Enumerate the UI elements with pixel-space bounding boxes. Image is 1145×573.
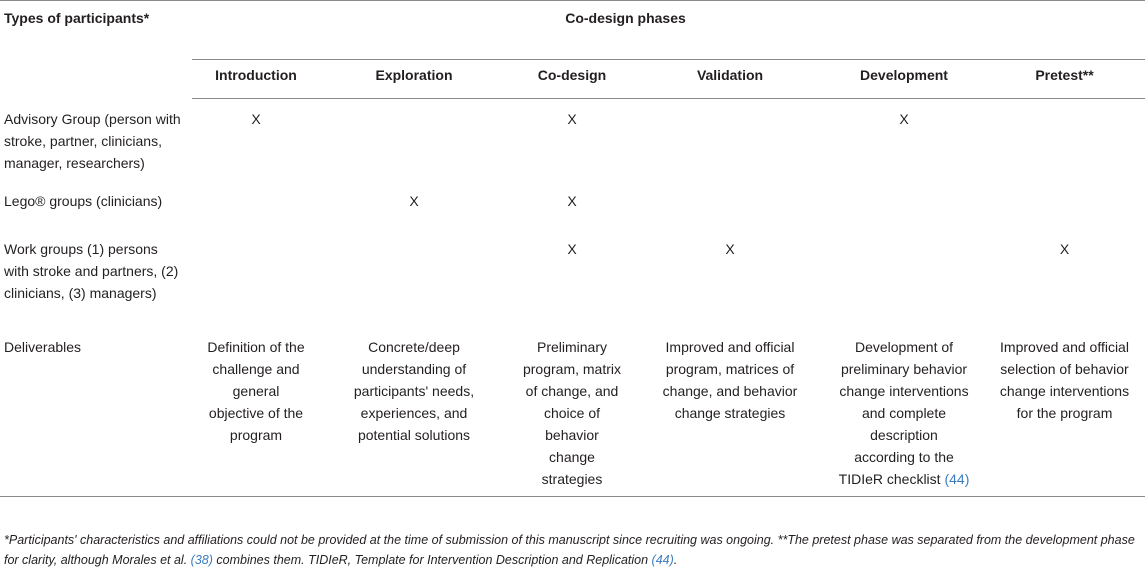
types-of-participants-header: Types of participants*	[0, 0, 192, 99]
deliverable-cell: Improved and official program, matrices …	[636, 330, 824, 497]
cell-mark: X	[567, 241, 577, 257]
co-design-table: Types of participants* Co-design phases …	[0, 0, 1145, 497]
cell-mark: X	[567, 193, 577, 209]
cell-mark: X	[567, 111, 577, 127]
cell-mark	[636, 99, 824, 189]
phase-header-exploration: Exploration	[320, 59, 508, 99]
cell-mark	[984, 188, 1145, 236]
deliverable-cell: Concrete/deep understanding of participa…	[320, 330, 508, 497]
cell-mark	[636, 188, 824, 236]
cell-mark: X	[1059, 241, 1070, 257]
phase-header-co-design: Co-design	[508, 59, 636, 99]
cell-mark	[824, 188, 984, 236]
table-row-lego-groups: Lego® groups (clinicians) X X	[0, 188, 1145, 236]
phase-header-validation: Validation	[636, 59, 824, 99]
cell-mark	[320, 236, 508, 330]
cell-mark	[984, 99, 1145, 189]
table-row-deliverables: Deliverables Definition of the challenge…	[0, 330, 1145, 497]
table-row-advisory-group: Advisory Group (person with stroke, part…	[0, 99, 1145, 189]
reference-link[interactable]: (38)	[190, 553, 213, 567]
deliverable-cell: Definition of the challenge and general …	[192, 330, 320, 497]
footnote-text: *Participants' characteristics and affil…	[4, 533, 1135, 567]
table-row-work-groups: Work groups (1) persons with stroke and …	[0, 236, 1145, 330]
phase-header-development: Development	[824, 59, 984, 99]
cell-mark	[824, 236, 984, 330]
co-design-phases-header: Co-design phases	[192, 0, 1145, 60]
cell-mark: X	[251, 111, 261, 127]
row-label: Deliverables	[0, 330, 192, 497]
reference-link[interactable]: (44)	[944, 471, 970, 487]
row-label: Work groups (1) persons with stroke and …	[4, 241, 179, 301]
deliverable-cell: Preliminary program, matrix of change, a…	[508, 330, 636, 497]
cell-mark	[192, 236, 320, 330]
row-label: Lego® groups (clinicians)	[4, 193, 163, 209]
cell-mark	[320, 99, 508, 189]
deliverable-cell: Improved and official selection of behav…	[984, 330, 1145, 497]
footnote-text: .	[673, 553, 678, 567]
cell-mark: X	[409, 193, 419, 209]
cell-mark	[192, 188, 320, 236]
cell-mark: X	[899, 111, 909, 127]
phase-header-pretest: Pretest**	[984, 59, 1145, 99]
phase-header-introduction: Introduction	[192, 59, 320, 99]
footnote-text: combines them. TIDIeR, Template for Inte…	[212, 553, 652, 567]
deliverable-text: Development of preliminary behavior chan…	[838, 339, 969, 487]
deliverable-cell-development: Development of preliminary behavior chan…	[824, 330, 984, 497]
row-label: Advisory Group (person with stroke, part…	[4, 110, 181, 171]
table-footnote: *Participants' characteristics and affil…	[4, 530, 1142, 570]
reference-link[interactable]: (44)	[651, 553, 674, 567]
cell-mark: X	[725, 241, 735, 257]
